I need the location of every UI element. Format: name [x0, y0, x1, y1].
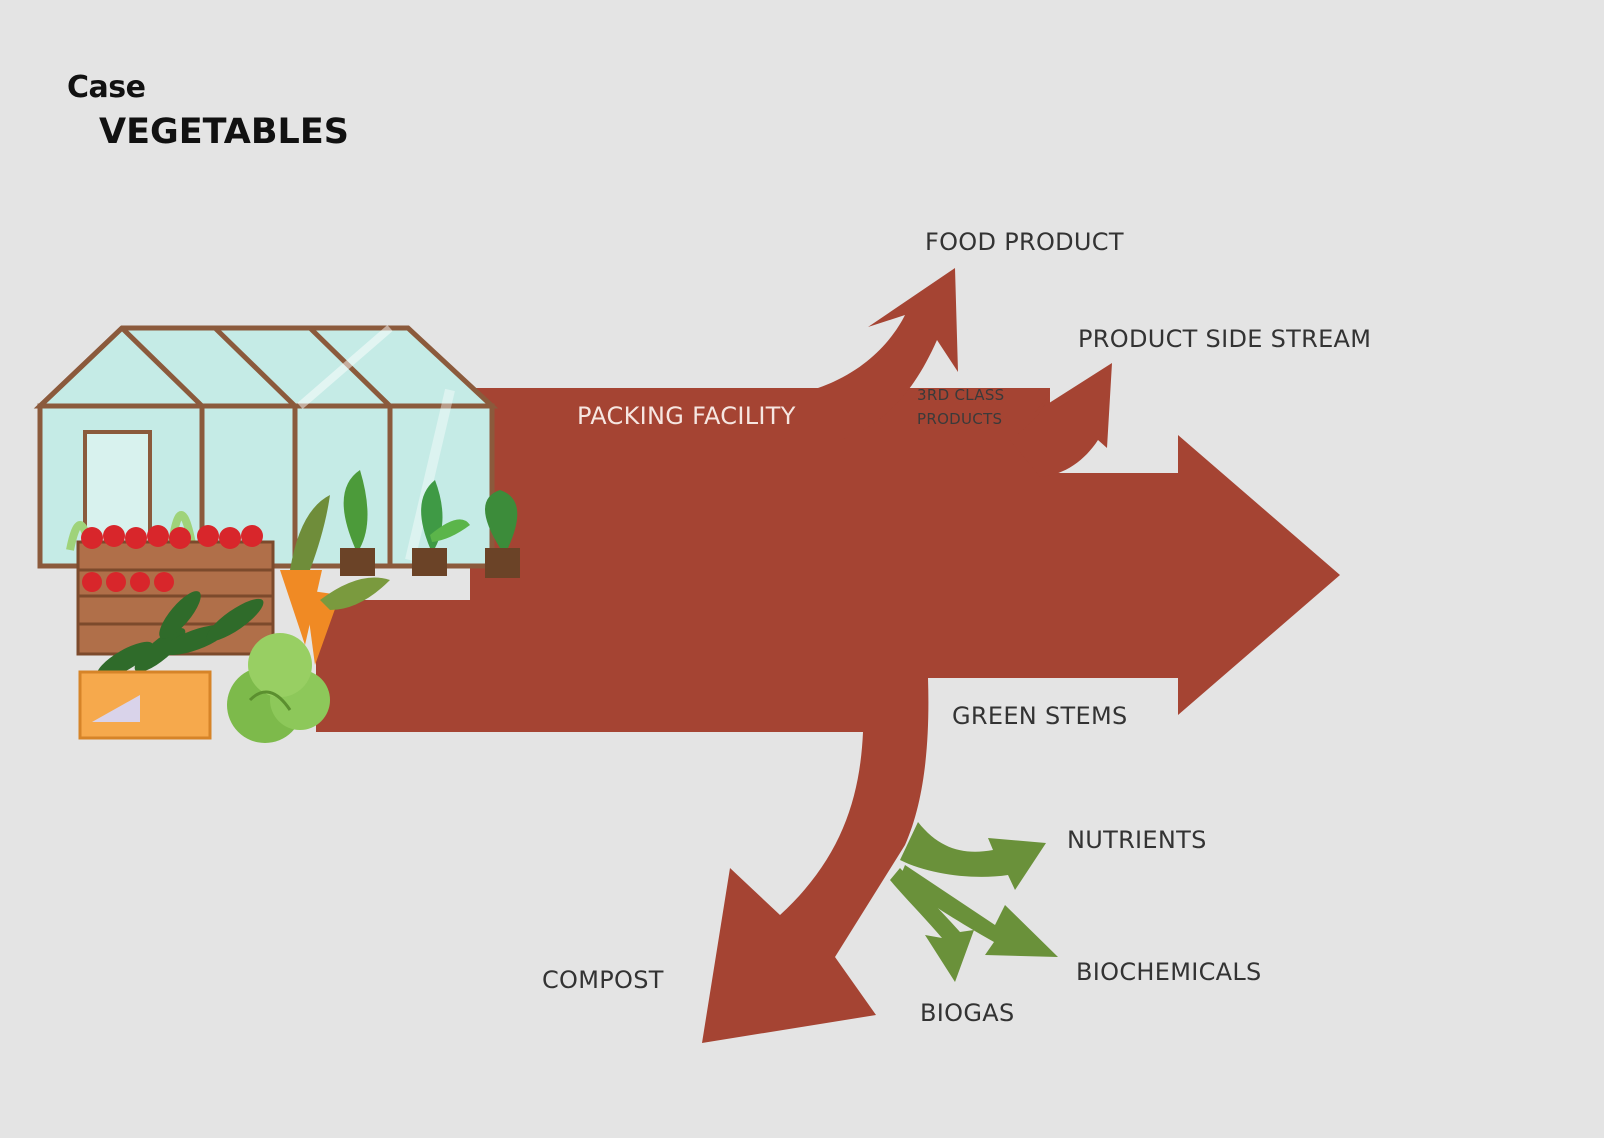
potted-plant-icon	[340, 470, 520, 578]
nutrients-arrow	[900, 822, 1046, 890]
title-main: VEGETABLES	[99, 112, 349, 152]
label-biochemicals: BIOCHEMICALS	[1076, 958, 1262, 986]
label-food-product: FOOD PRODUCT	[925, 228, 1124, 256]
label-product-side-stream: PRODUCT SIDE STREAM	[1078, 325, 1372, 353]
label-third-class-line1: 3RD CLASS	[917, 386, 1005, 404]
biogas-arrow	[890, 868, 974, 982]
carrot-icon	[280, 495, 390, 665]
label-packing-facility: PACKING FACILITY	[577, 402, 796, 430]
green-stems-flows	[890, 822, 1058, 982]
label-green-stems: GREEN STEMS	[952, 702, 1128, 730]
cabbage-icon	[227, 633, 330, 743]
label-nutrients: NUTRIENTS	[1067, 826, 1207, 854]
main-flow-arrow	[316, 388, 1340, 1043]
label-biogas: BIOGAS	[920, 999, 1015, 1027]
side-stream-arrow	[1010, 363, 1112, 477]
food-product-arrow	[818, 268, 958, 440]
label-third-class-line2: PRODUCTS	[917, 410, 1003, 428]
biochemicals-arrow	[898, 865, 1058, 957]
greenhouse-illustration	[33, 324, 520, 743]
label-compost: COMPOST	[542, 966, 664, 994]
title-case: Case	[67, 70, 146, 105]
cucumber-crate-icon	[78, 591, 264, 740]
